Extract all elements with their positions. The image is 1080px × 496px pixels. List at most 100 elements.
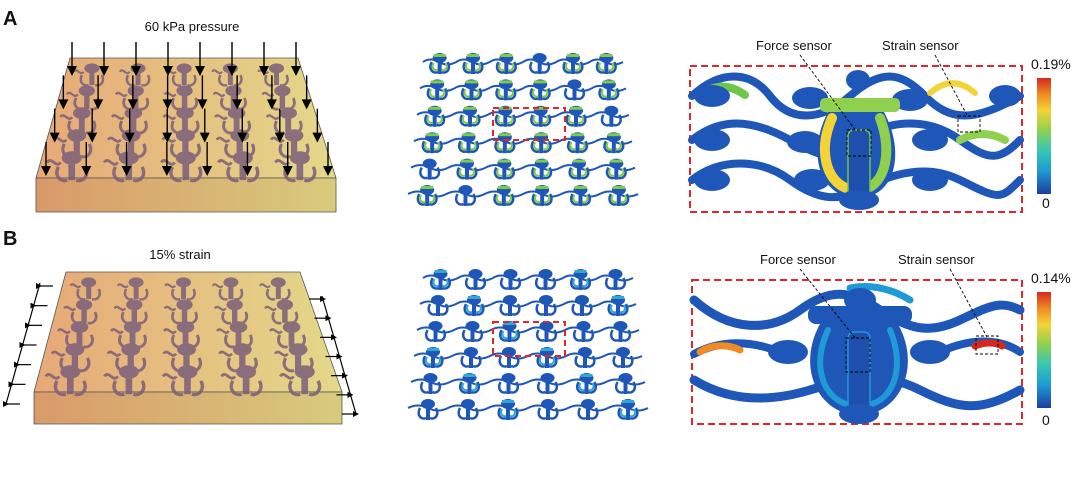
pressure-arrowhead bbox=[162, 99, 173, 110]
pressure-arrowhead bbox=[67, 66, 77, 76]
mesh-unit bbox=[598, 79, 620, 101]
mesh-unit bbox=[535, 321, 558, 342]
mesh-unit bbox=[499, 295, 521, 316]
force-sensor-leader-a bbox=[799, 54, 857, 132]
mesh-unit bbox=[565, 105, 587, 127]
mesh-unit bbox=[595, 53, 617, 74]
mesh-unit bbox=[416, 185, 438, 206]
sensor-unit-glyph bbox=[213, 299, 249, 325]
mesh-unit bbox=[612, 347, 634, 368]
mesh-unit bbox=[530, 132, 552, 154]
pressure-arrowhead bbox=[197, 99, 208, 110]
sensor-unit-glyph bbox=[220, 365, 263, 397]
pressure-arrowhead bbox=[49, 132, 60, 143]
pressure-arrowhead bbox=[163, 66, 173, 76]
sensor-unit-glyph bbox=[160, 151, 203, 183]
mesh-unit bbox=[461, 321, 484, 342]
pressure-arrowhead bbox=[301, 99, 312, 110]
mesh-unit bbox=[464, 269, 487, 290]
force-sensor-box-b bbox=[845, 337, 871, 373]
mesh-unit bbox=[608, 185, 630, 206]
pressure-arrowhead bbox=[161, 166, 172, 176]
mesh-serpentine bbox=[407, 190, 639, 198]
mesh-unit bbox=[495, 53, 517, 74]
strain-sensor-box-a bbox=[957, 115, 981, 133]
colorbar-max-a: 0.19% bbox=[1031, 56, 1071, 72]
pressure-arrowhead bbox=[58, 99, 69, 110]
colorbar-min-b: 0 bbox=[1042, 412, 1050, 428]
zoom-view-b bbox=[689, 279, 1025, 425]
zoom-view-a bbox=[688, 65, 1024, 213]
strain-sensor-box-b bbox=[975, 335, 999, 355]
pressure-arrowhead bbox=[242, 166, 253, 176]
pressure-arrowhead bbox=[87, 132, 98, 143]
colorbar-a bbox=[1037, 78, 1051, 194]
strain-sensor-label-a: Strain sensor bbox=[882, 38, 959, 53]
strain-sensor-leader-b bbox=[949, 268, 988, 338]
mesh-unit bbox=[617, 399, 639, 420]
mesh-serpentine bbox=[422, 58, 624, 66]
pressure-arrowhead bbox=[199, 132, 210, 143]
mesh-unit bbox=[494, 132, 516, 154]
mesh-unit bbox=[422, 347, 444, 368]
force-sensor-label-a: Force sensor bbox=[756, 38, 832, 53]
sensor-unit-glyph bbox=[279, 365, 322, 397]
sensor-unit-glyph bbox=[161, 365, 204, 397]
simulation-mesh-b bbox=[407, 269, 649, 420]
mesh-unit bbox=[569, 269, 592, 290]
pressure-block bbox=[35, 42, 337, 213]
pressure-arrowhead bbox=[124, 132, 135, 143]
caption-pressure: 60 kPa pressure bbox=[144, 19, 240, 34]
mesh-unit bbox=[563, 79, 586, 101]
mesh-unit bbox=[534, 269, 557, 290]
mesh-unit bbox=[463, 295, 485, 316]
mesh-unit bbox=[536, 347, 558, 368]
mesh-unit bbox=[454, 185, 477, 206]
sensor-unit-glyph bbox=[69, 277, 102, 301]
mesh-serpentine bbox=[410, 164, 636, 172]
mesh-unit bbox=[421, 132, 443, 154]
mesh-highlight-box-b bbox=[492, 321, 566, 357]
sensor-unit-glyph bbox=[50, 343, 91, 373]
force-sensor-box-a bbox=[846, 129, 872, 157]
sensor-unit-glyph bbox=[269, 321, 306, 349]
colorbar-max-b: 0.14% bbox=[1031, 270, 1071, 286]
panel-letter-b: B bbox=[3, 228, 18, 250]
mesh-unit bbox=[536, 373, 559, 394]
mesh-unit bbox=[419, 373, 442, 394]
mesh-unit bbox=[600, 105, 622, 127]
mesh-unit bbox=[457, 132, 480, 154]
mesh-serpentine bbox=[410, 378, 646, 386]
mesh-unit bbox=[429, 53, 451, 74]
colorbar-min-a: 0 bbox=[1042, 195, 1050, 211]
mesh-unit bbox=[424, 321, 447, 342]
sensor-unit-glyph bbox=[163, 85, 198, 111]
mesh-serpentine bbox=[419, 84, 627, 92]
mesh-unit bbox=[604, 269, 627, 290]
mesh-unit bbox=[457, 399, 479, 420]
sensor-unit-glyph bbox=[116, 277, 149, 301]
mesh-unit bbox=[426, 79, 448, 101]
strain-sensor-leader-a bbox=[934, 54, 969, 118]
mesh-unit bbox=[460, 347, 482, 368]
pressure-arrowhead bbox=[291, 66, 301, 76]
sensor-unit-glyph bbox=[59, 107, 97, 135]
pressure-arrowhead bbox=[131, 66, 141, 76]
mesh-unit bbox=[499, 269, 522, 290]
mesh-unit bbox=[460, 79, 483, 101]
force-sensor-label-b: Force sensor bbox=[760, 252, 836, 267]
mesh-highlight-box-a bbox=[492, 107, 566, 141]
mesh-serpentine bbox=[422, 274, 634, 282]
mesh-unit bbox=[419, 158, 441, 180]
pressure-arrowhead bbox=[127, 99, 138, 110]
mesh-unit bbox=[562, 53, 584, 74]
mesh-unit bbox=[574, 347, 596, 368]
mesh-unit bbox=[497, 373, 520, 394]
mesh-unit bbox=[498, 321, 521, 342]
sensor-unit-glyph bbox=[44, 365, 87, 397]
mesh-unit bbox=[607, 295, 629, 316]
pressure-arrowhead bbox=[282, 166, 293, 176]
pressure-arrows bbox=[41, 42, 333, 176]
mesh-unit bbox=[429, 269, 452, 290]
